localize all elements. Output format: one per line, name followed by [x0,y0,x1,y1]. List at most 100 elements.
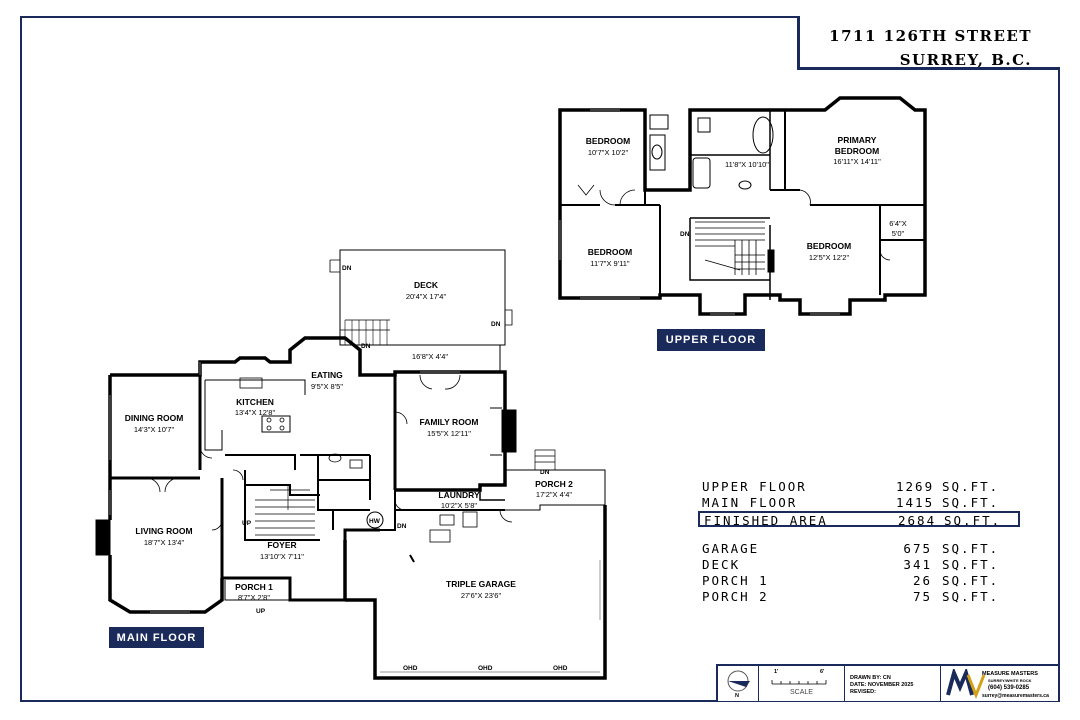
room-bedroom2-dims: 11'7"X 9'11" [590,259,630,268]
room-bedroom3-dims: 12'5"X 12'2" [809,253,850,262]
area-value: 675 [903,541,932,556]
room-laundry-name: LAUNDRY [438,490,480,500]
room-walkin-dims1: 6'4"X [889,219,906,228]
area-unit: SQ.FT. [944,513,1002,528]
company-cell: MEASURE MASTERS SURREY/WHITE ROCK (604) … [940,666,1060,701]
area-name: DECK [702,557,741,572]
room-porch1-name: PORCH 1 [235,582,273,592]
foyer-up: UP [242,520,252,527]
deck-dn-3: DN [361,343,371,350]
room-kitchen-dims: 13'4"X 12'8" [235,408,276,417]
garage-ohd-1: OHD [403,665,418,672]
room-laundry-dims: 10'2"X 5'8" [441,501,477,510]
room-foyer-dims: 13'10"X 7'11" [260,552,304,561]
room-bedroom3-name: BEDROOM [807,241,851,251]
company-sub: SURREY/WHITE ROCK [988,678,1032,683]
laundry-dn: DN [397,523,407,530]
upper-stair-dn: DN [680,231,690,238]
company-logo-icon [946,669,986,699]
scale-left: 1' [774,669,779,675]
room-family-name: FAMILY ROOM [419,417,478,427]
scale-cell: 1' 6' SCALE [758,666,845,701]
area-value: 26 [912,573,932,588]
room-garage-dims: 27'6"X 23'6" [461,591,502,600]
drawn-by: DRAWN BY: CN [850,675,891,681]
north-arrow-cell: N [718,666,759,701]
drawing-revised: REVISED: [850,689,876,695]
deck-dn-2: DN [491,321,501,328]
area-row-deck: DECK 341 SQ.FT. [702,557,1032,573]
area-unit: SQ.FT. [942,557,1000,572]
area-unit: SQ.FT. [942,479,1000,494]
area-unit: SQ.FT. [942,573,1000,588]
room-kitchen-name: KITCHEN [236,397,274,407]
company-phone: (604) 539-0285 [988,685,1030,691]
area-name: FINISHED AREA [704,513,828,528]
room-eating-dims: 9'5"X 8'5" [311,382,343,391]
hw-tank-label: HW [369,518,381,525]
area-name: MAIN FLOOR [702,495,798,510]
room-primary-name1: PRIMARY [838,135,877,145]
scale-label: SCALE [790,689,813,696]
area-row-garage: GARAGE 675 SQ.FT. [702,541,1032,557]
address-block: 1711 126TH STREET SURREY, B.C. [797,16,1060,70]
scale-right: 6' [820,669,825,675]
room-foyer-name: FOYER [267,540,296,550]
room-primary-name2: BEDROOM [835,146,879,156]
room-living-dims: 18'7"X 13'4" [144,538,185,547]
room-ensuite-dims: 11'8"X 10'10" [725,160,769,169]
room-deck-dims: 20'4"X 17'4" [406,292,447,301]
porch1-up: UP [256,608,266,615]
company-email: surrey@measuremasters.ca [982,693,1049,699]
room-dining-name: DINING ROOM [125,413,184,423]
area-row-porch2: PORCH 2 75 SQ.FT. [702,589,1032,605]
room-dining-dims: 14'3"X 10'7" [134,425,175,434]
address-line1: 1711 126TH STREET [829,27,1032,45]
area-summary-other: GARAGE 675 SQ.FT. DECK 341 SQ.FT. PORCH … [702,541,1032,605]
room-porch1-dims: 8'7"X 2'8" [238,593,270,602]
title-block: N 1' 6' SCALE DRAWN BY: CN DATE: NOVEMBE… [716,664,1058,701]
area-name: PORCH 1 [702,573,769,588]
room-bedroom1-name: BEDROOM [586,136,630,146]
room-deck-name: DECK [414,280,439,290]
room-porch2-name: PORCH 2 [535,479,573,489]
area-row-finished: FINISHED AREA 2684 SQ.FT. [698,511,1020,528]
area-name: UPPER FLOOR [702,479,807,494]
room-garage-name: TRIPLE GARAGE [446,579,516,589]
area-value: 341 [903,557,932,572]
area-unit: SQ.FT. [942,541,1000,556]
area-value: 2684 [898,513,937,528]
area-unit: SQ.FT. [942,495,1000,510]
deck-dn-1: DN [342,265,352,272]
area-value: 75 [912,589,932,604]
area-value: 1269 [896,479,935,494]
area-unit: SQ.FT. [942,589,1000,604]
room-family-dims: 15'5"X 12'11" [427,429,471,438]
room-walkin-dims2: 5'0" [892,229,905,238]
room-porch2-dims: 17'2"X 4'4" [536,490,572,499]
room-bedroom1-dims: 10'7"X 10'2" [588,148,629,157]
room-bedroom2-name: BEDROOM [588,247,632,257]
drawing-info-cell: DRAWN BY: CN DATE: NOVEMBER 2025 REVISED… [844,666,941,701]
address-line2: SURREY, B.C. [899,51,1032,69]
drawing-frame [20,16,1060,702]
room-deck-ext-dims: 16'8"X 4'4" [412,352,448,361]
drawing-date: DATE: NOVEMBER 2025 [850,682,914,688]
area-row-porch1: PORCH 1 26 SQ.FT. [702,573,1032,589]
garage-ohd-2: OHD [478,665,493,672]
area-row-main: MAIN FLOOR 1415 SQ.FT. [702,495,1032,511]
area-value: 1415 [896,495,935,510]
room-eating-name: EATING [311,370,343,380]
room-primary-dims: 16'11"X 14'11" [833,157,881,166]
main-floor-label: MAIN FLOOR [109,627,204,648]
area-row-upper: UPPER FLOOR 1269 SQ.FT. [702,479,1032,495]
scale-bar-icon [771,680,827,685]
north-label: N [735,693,739,699]
area-name: PORCH 2 [702,589,769,604]
north-arrow-icon [727,670,750,692]
area-summary-finished: UPPER FLOOR 1269 SQ.FT. MAIN FLOOR 1415 … [698,479,1032,528]
company-name: MEASURE MASTERS [982,671,1038,677]
garage-ohd-3: OHD [553,665,568,672]
area-name: GARAGE [702,541,760,556]
